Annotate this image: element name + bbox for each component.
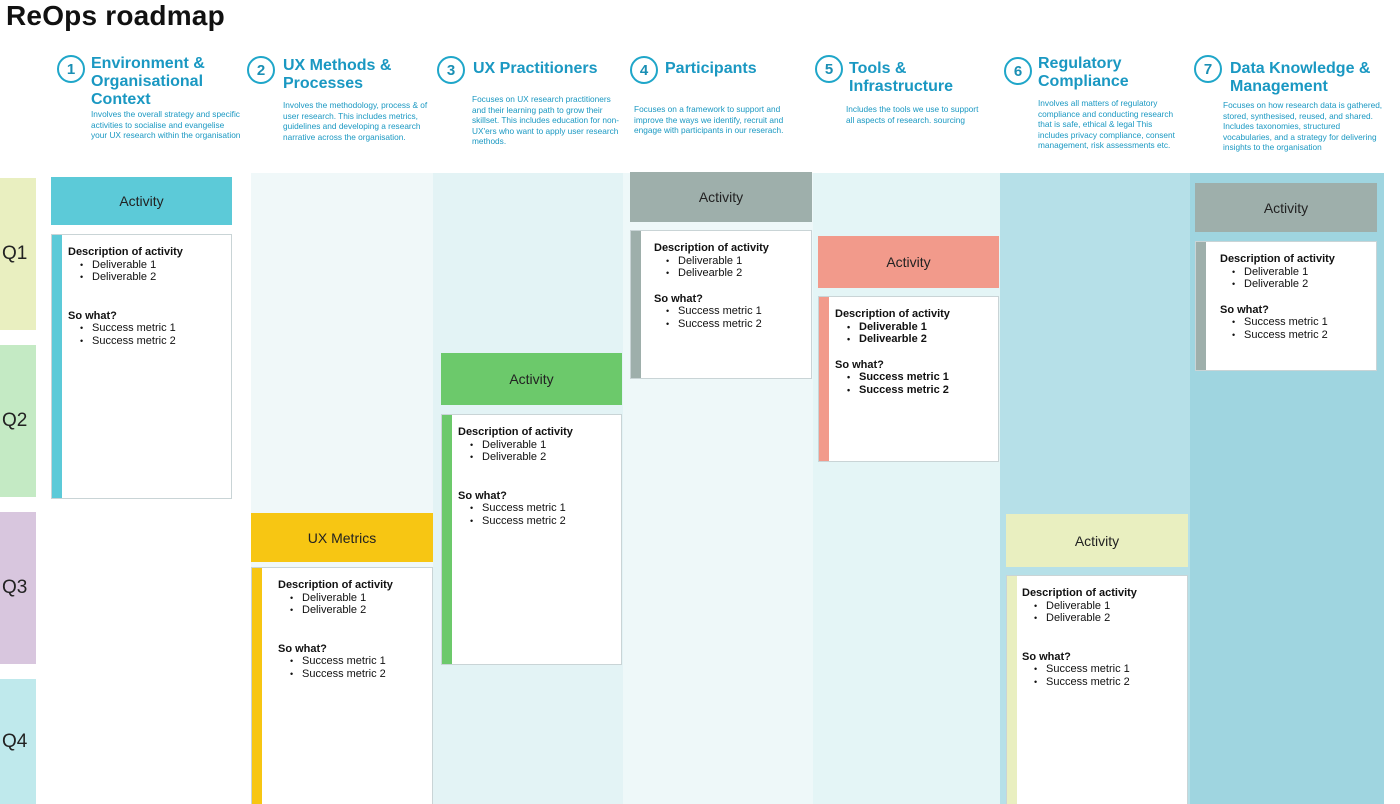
so-what-heading: So what? [1220, 303, 1269, 316]
so-what-heading: So what? [654, 292, 703, 305]
description-heading: Description of activity [654, 242, 769, 254]
metric-item: Success metric 2 [847, 384, 998, 397]
description-heading: Description of activity [68, 246, 183, 258]
card-stripe [252, 568, 262, 804]
metric-item: Success metric 1 [80, 322, 231, 335]
activity-header-1[interactable]: Activity [51, 177, 232, 225]
metric-item: Success metric 2 [80, 335, 231, 348]
metric-item: Success metric 2 [666, 318, 811, 331]
so-what-heading: So what? [1022, 650, 1071, 663]
activity-header-4[interactable]: Activity [630, 172, 812, 222]
column-description: Focuses on UX research practitioners and… [472, 94, 619, 146]
metric-item: Success metric 2 [1232, 329, 1376, 342]
deliverable-item: Deliverable 1 [470, 439, 621, 452]
column-number-badge: 5 [815, 55, 843, 83]
column-title: UX Methods & Processes [283, 57, 392, 92]
description-heading: Description of activity [458, 426, 573, 438]
card-stripe [819, 297, 829, 461]
description-heading: Description of activity [278, 579, 393, 591]
column-number-badge: 2 [247, 56, 275, 84]
deliverable-item: Deliverable 1 [1232, 266, 1376, 279]
deliverable-item: Deliverable 1 [80, 259, 231, 272]
so-what-heading: So what? [68, 309, 117, 322]
deliverable-item: Deliverable 2 [1034, 612, 1187, 625]
column-number-badge: 1 [57, 55, 85, 83]
metric-item: Success metric 1 [847, 371, 998, 384]
activity-header-5[interactable]: Activity [818, 236, 999, 288]
column-number-badge: 3 [437, 56, 465, 84]
column-description: Involves the methodology, process & of u… [283, 100, 428, 142]
metric-item: Success metric 1 [1034, 663, 1187, 676]
column-title: Participants [665, 60, 757, 77]
column-description: Focuses on a framework to support and im… [634, 104, 784, 135]
deliverable-item: Deliverable 1 [1034, 600, 1187, 613]
activity-card-5[interactable]: Description of activity Deliverable 1Del… [818, 296, 999, 462]
column-description: Focuses on how research data is gathered… [1223, 100, 1383, 152]
deliverable-item: Deliverable 2 [470, 451, 621, 464]
card-stripe [1007, 576, 1017, 804]
metric-item: Success metric 1 [470, 502, 621, 515]
so-what-heading: So what? [278, 642, 327, 655]
card-stripe [1196, 242, 1206, 370]
activity-header-2[interactable]: UX Metrics [251, 513, 433, 562]
deliverable-item: Deliverable 2 [290, 604, 432, 617]
column-number-badge: 4 [630, 56, 658, 84]
activity-card-7[interactable]: Description of activity Deliverable 1Del… [1195, 241, 1377, 371]
deliverable-item: Deliverable 2 [1232, 278, 1376, 291]
column-title: Environment & Organisational Context [91, 55, 205, 108]
metric-item: Success metric 1 [290, 655, 432, 668]
so-what-heading: So what? [458, 489, 507, 502]
activity-card-4[interactable]: Description of activity Deliverable 1Del… [630, 230, 812, 379]
deliverable-item: Delivearble 2 [666, 267, 811, 280]
column-description: Involves the overall strategy and specif… [91, 109, 241, 140]
metric-item: Success metric 2 [1034, 676, 1187, 689]
so-what-heading: So what? [835, 358, 884, 371]
metric-item: Success metric 2 [290, 668, 432, 681]
activity-header-6[interactable]: Activity [1006, 514, 1188, 567]
quarter-q4: Q4 [0, 679, 36, 804]
metric-item: Success metric 1 [666, 305, 811, 318]
column-title: UX Practitioners [473, 60, 598, 77]
deliverable-item: Delivearble 2 [847, 333, 998, 346]
activity-card-2[interactable]: Description of activity Deliverable 1Del… [251, 567, 433, 804]
description-heading: Description of activity [1022, 587, 1137, 599]
column-number-badge: 7 [1194, 55, 1222, 83]
activity-card-3[interactable]: Description of activity Deliverable 1Del… [441, 414, 622, 665]
quarter-q3-label: Q3 [2, 577, 28, 598]
column-title: Tools & Infrastructure [849, 60, 954, 95]
page-title: ReOps roadmap [6, 0, 225, 31]
column-title: Data Knowledge & Management [1230, 60, 1371, 95]
column-title: Regulatory Compliance [1038, 55, 1129, 90]
deliverable-item: Deliverable 1 [847, 321, 998, 334]
card-stripe [52, 235, 62, 498]
quarter-q1-label: Q1 [2, 243, 28, 264]
activity-header-7[interactable]: Activity [1195, 183, 1377, 232]
activity-card-6[interactable]: Description of activity Deliverable 1Del… [1006, 575, 1188, 804]
deliverable-item: Deliverable 1 [290, 592, 432, 605]
card-stripe [631, 231, 641, 378]
column-description: Includes the tools we use to support all… [846, 104, 979, 125]
activity-card-1[interactable]: Description of activity Deliverable 1Del… [51, 234, 232, 499]
quarter-q2: Q2 [0, 345, 36, 497]
deliverable-item: Deliverable 1 [666, 255, 811, 268]
metric-item: Success metric 1 [1232, 316, 1376, 329]
quarter-q4-label: Q4 [2, 730, 28, 752]
column-number-badge: 6 [1004, 57, 1032, 85]
deliverable-item: Deliverable 2 [80, 271, 231, 284]
activity-header-3[interactable]: Activity [441, 353, 622, 405]
quarter-q1: Q1 [0, 178, 36, 330]
metric-item: Success metric 2 [470, 515, 621, 528]
column-description: Involves all matters of regulatory compl… [1038, 98, 1175, 150]
description-heading: Description of activity [835, 308, 950, 320]
quarter-q2-label: Q2 [2, 410, 28, 431]
card-stripe [442, 415, 452, 664]
description-heading: Description of activity [1220, 253, 1335, 265]
quarter-q3: Q3 [0, 512, 36, 664]
